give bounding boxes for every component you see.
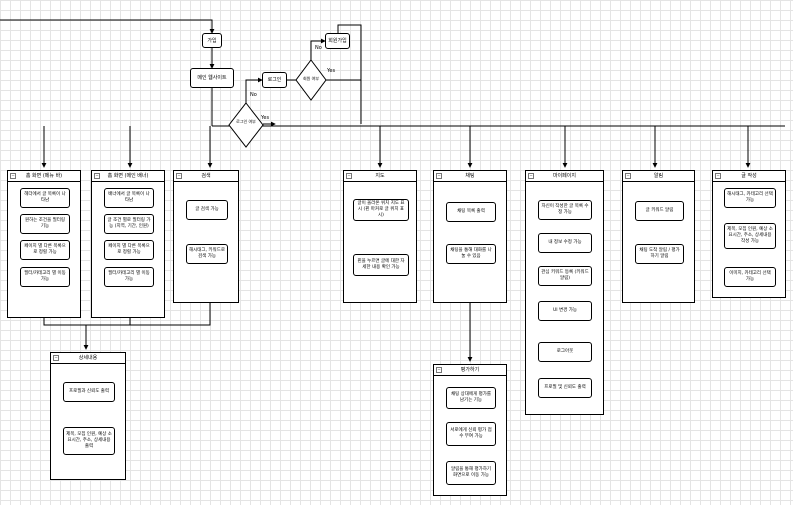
pool-title: 평가하기 — [460, 367, 480, 373]
list-item[interactable]: 헤더에서 글 목록이 나타남 — [20, 188, 70, 208]
edge-signup-back — [337, 24, 362, 80]
collapse-icon[interactable]: − — [94, 173, 100, 179]
login-node[interactable]: 로그인 — [262, 72, 287, 88]
pool-title: 채팅 — [465, 173, 475, 179]
list-item[interactable]: 해시태그, 키워드로 검색 가능 — [186, 244, 228, 264]
list-item[interactable]: 알림을 통해 평가하기 화면으로 이동 가능 — [446, 461, 496, 485]
list-item[interactable]: 서로에게 신뢰 평가 점수 부여 가능 — [446, 422, 496, 446]
pool-title: 검색 — [201, 173, 211, 179]
list-item[interactable]: 내 정보 수정 가능 — [538, 233, 592, 253]
list-item[interactable]: 페이지 별 다른 목록으로 정렬 가능 — [20, 240, 70, 260]
list-item[interactable]: 자신이 작성한 글 목록 수정 가능 — [538, 200, 592, 220]
list-item[interactable]: 필터/카테고리 별 이동 가능 — [20, 267, 70, 287]
pool-rating: − 평가하기 채팅 상대에게 평가를 남기는 기능 서로에게 신뢰 평가 점수 부… — [433, 364, 507, 496]
list-item[interactable]: 해시태그, 카테고리 선택 가능 — [724, 188, 776, 208]
edge-decision-signup — [310, 38, 326, 60]
pool-title: 지도 — [375, 173, 385, 179]
collapse-icon[interactable]: − — [436, 367, 442, 373]
pool-map: − 지도 글이 올라온 위치 지도 표시 (핀 마커로 글 위치 표시) 핀을 누… — [343, 170, 417, 303]
edge-label-no-2: No — [315, 45, 322, 51]
list-item[interactable]: 페이지 별 다른 목록으로 정렬 가능 — [104, 240, 154, 260]
start-node[interactable]: 가입 — [202, 33, 222, 48]
list-item[interactable]: 로그아웃 — [538, 342, 592, 362]
member-decision-label: 회원 여부 — [303, 76, 319, 81]
login-decision-label: 로그인 여부 — [236, 119, 256, 124]
pool-chat: − 채팅 채팅 목록 출력 채팅을 통해 대화를 나눌 수 있음 — [433, 170, 507, 303]
collapse-icon[interactable]: − — [53, 355, 59, 361]
collapse-icon[interactable]: − — [436, 173, 442, 179]
collapse-icon[interactable]: − — [625, 173, 631, 179]
list-item[interactable]: 글 검색 가능 — [186, 200, 228, 220]
list-item[interactable]: UI 변경 가능 — [538, 301, 592, 321]
edge-diamond1-no — [245, 77, 263, 103]
edge-label-no-1: No — [250, 92, 257, 98]
list-item[interactable]: 채팅을 통해 대화를 나눌 수 있음 — [446, 244, 496, 264]
collapse-icon[interactable]: − — [346, 173, 352, 179]
pool-title: 마이페이지 — [552, 173, 576, 179]
list-item[interactable]: 채팅 목록 출력 — [446, 202, 496, 222]
list-item[interactable]: 글 조건 별로 필터링 가능 (지역, 기간, 인원) — [104, 214, 154, 234]
pool-title: 홈 화면 (메뉴 바) — [25, 173, 63, 179]
list-item[interactable]: 채팅 도착 알림 / 평가하기 알림 — [635, 244, 684, 264]
list-item[interactable]: 이미지, 카테고리 선택 가능 — [724, 267, 776, 287]
edge-entry — [0, 19, 215, 34]
signup-node[interactable]: 회원가입 — [325, 33, 350, 49]
pool-notifications: − 알림 글 키워드 알림 채팅 도착 알림 / 평가하기 알림 — [622, 170, 695, 303]
list-item[interactable]: 글이 올라온 위치 지도 표시 (핀 마커로 글 위치 표시) — [353, 199, 409, 221]
edge-label-yes-1: Yes — [261, 115, 270, 121]
pool-home-main-banner: − 홈 화면 (메인 배너) 배너에서 글 목록이 나타남 글 조건 별로 필터링… — [91, 170, 165, 318]
pool-title: 알림 — [653, 173, 664, 179]
pool-title: 홈 화면 (메인 배너) — [107, 173, 149, 179]
list-item[interactable]: 배너에서 글 목록이 나타남 — [104, 188, 154, 208]
login-decision-diamond — [228, 102, 264, 148]
pool-title: 글 작성 — [741, 173, 757, 179]
pool-write-post: − 글 작성 해시태그, 카테고리 선택 가능 제목, 모집 인원, 예상 소요시… — [712, 170, 786, 298]
pool-detail: − 상세내용 프로필과 신뢰도 출력 제목, 모집 인원, 예상 소요시간, 주소… — [50, 352, 126, 480]
edge-decision-yes — [326, 79, 362, 124]
edge-label-yes-2: Yes — [327, 68, 336, 74]
list-item[interactable]: 글 키워드 알림 — [635, 201, 684, 221]
pool-search: − 검색 글 검색 가능 해시태그, 키워드로 검색 가능 — [173, 170, 239, 303]
list-item[interactable]: 프로필 및 신뢰도 출력 — [538, 378, 592, 398]
pool-my-page: − 마이페이지 자신이 작성한 글 목록 수정 가능 내 정보 수정 가능 관심 … — [525, 170, 604, 415]
collapse-icon[interactable]: − — [715, 173, 721, 179]
collapse-icon[interactable]: − — [10, 173, 16, 179]
list-item[interactable]: 필터/카테고리 별 이동 가능 — [104, 267, 154, 287]
list-item[interactable]: 제목, 모집 인원, 예상 소요시간, 주소, 상세내용 출력 — [63, 427, 115, 455]
list-item[interactable]: 원하는 조건을 필터링 기능 — [20, 214, 70, 234]
list-item[interactable]: 핀을 누르면 글에 대한 자세한 내용 확인 가능 — [353, 254, 409, 276]
list-item[interactable]: 제목, 모집 인원, 예상 소요시간, 주소, 상세내용 작성 가능 — [724, 223, 776, 249]
list-item[interactable]: 관심 키워드 등록 (키워드 알림) — [538, 266, 592, 286]
list-item[interactable]: 프로필과 신뢰도 출력 — [63, 382, 115, 402]
list-item[interactable]: 채팅 상대에게 평가를 남기는 기능 — [446, 387, 496, 409]
pool-home-menu-bar: − 홈 화면 (메뉴 바) 헤더에서 글 목록이 나타남 원하는 조건을 필터링 … — [7, 170, 81, 318]
pool-title: 상세내용 — [78, 355, 98, 361]
member-decision-diamond — [295, 59, 327, 101]
collapse-icon[interactable]: − — [176, 173, 182, 179]
main-website-node[interactable]: 메인 웹사이트 — [190, 68, 234, 88]
collapse-icon[interactable]: − — [528, 173, 534, 179]
